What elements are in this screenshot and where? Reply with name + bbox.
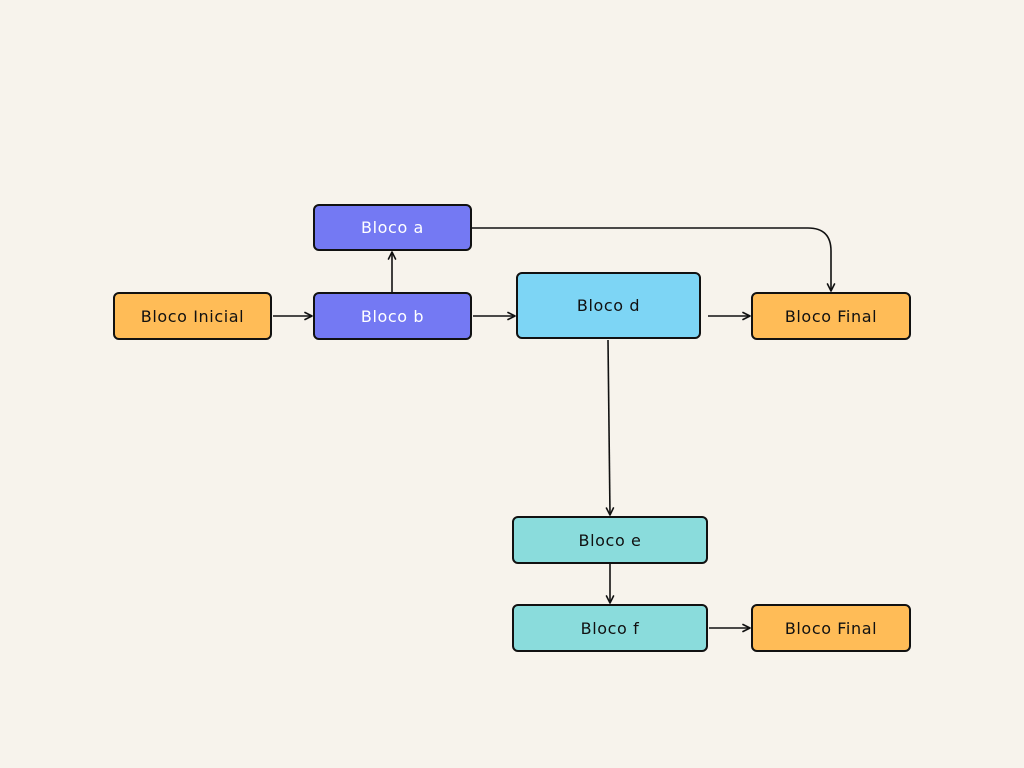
node-bloco-inicial: Bloco Inicial bbox=[113, 292, 272, 340]
node-label: Bloco a bbox=[361, 218, 424, 237]
node-label: Bloco d bbox=[576, 296, 641, 315]
node-bloco-a: Bloco a bbox=[313, 204, 472, 251]
node-bloco-final-top: Bloco Final bbox=[751, 292, 911, 340]
edge-a-to-final-top bbox=[472, 227, 836, 292]
node-label: Bloco Final bbox=[784, 306, 878, 326]
node-bloco-final-bottom: Bloco Final bbox=[751, 604, 911, 652]
node-bloco-d: Bloco d bbox=[516, 272, 701, 339]
node-label: Bloco e bbox=[578, 530, 642, 550]
node-bloco-b: Bloco b bbox=[313, 292, 472, 340]
node-label: Bloco b bbox=[360, 306, 425, 326]
edge-d-to-e bbox=[605, 339, 615, 516]
node-label: Bloco Inicial bbox=[140, 306, 245, 326]
node-label: Bloco f bbox=[580, 618, 640, 638]
node-bloco-e: Bloco e bbox=[512, 516, 708, 564]
node-bloco-f: Bloco f bbox=[512, 604, 708, 652]
node-label: Bloco Final bbox=[784, 618, 878, 638]
